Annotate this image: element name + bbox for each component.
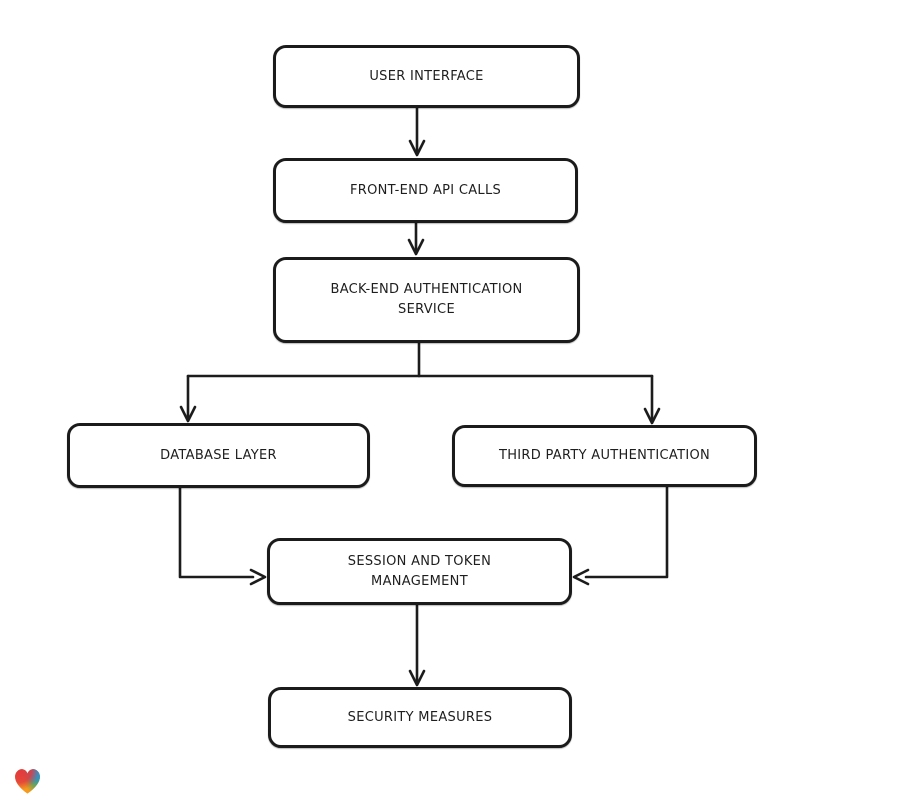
node-third-party-authentication[interactable]: THIRD PARTY AUTHENTICATION (452, 425, 757, 487)
node-security-measures[interactable]: SECURITY MEASURES (268, 687, 572, 748)
edge-backend-branch (179, 341, 661, 425)
node-label-third-party-authentication: THIRD PARTY AUTHENTICATION (498, 448, 711, 463)
gradient-heart-logo-icon[interactable] (10, 762, 45, 799)
node-database-layer[interactable]: DATABASE LAYER (67, 423, 370, 488)
node-user-interface[interactable]: USER INTERFACE (273, 45, 580, 108)
node-label-front-end-api-calls: FRONT-END API CALLS (349, 182, 502, 198)
node-session-and-token-management[interactable]: SESSION AND TOKEN MANAGEMENT (267, 538, 572, 605)
node-label-security-measures: SECURITY MEASURES (347, 709, 493, 725)
edge-thirdparty-to-session (572, 485, 669, 586)
node-label-user-interface: USER INTERFACE (369, 68, 484, 84)
node-front-end-api-calls[interactable]: FRONT-END API CALLS (273, 158, 578, 223)
node-back-end-authentication-service[interactable]: BACK-END AUTHENTICATION SERVICE (273, 257, 580, 343)
edge-frontend-to-backend (407, 221, 425, 256)
node-label-database-layer: DATABASE LAYER (160, 447, 277, 463)
edge-database-to-session (178, 486, 267, 586)
node-label-session-and-token-management: SESSION AND TOKEN MANAGEMENT (347, 553, 492, 589)
edge-session-to-security (408, 603, 426, 687)
edge-ui-to-frontend (408, 106, 426, 157)
node-label-back-end-authentication-service: BACK-END AUTHENTICATION SERVICE (330, 282, 523, 317)
